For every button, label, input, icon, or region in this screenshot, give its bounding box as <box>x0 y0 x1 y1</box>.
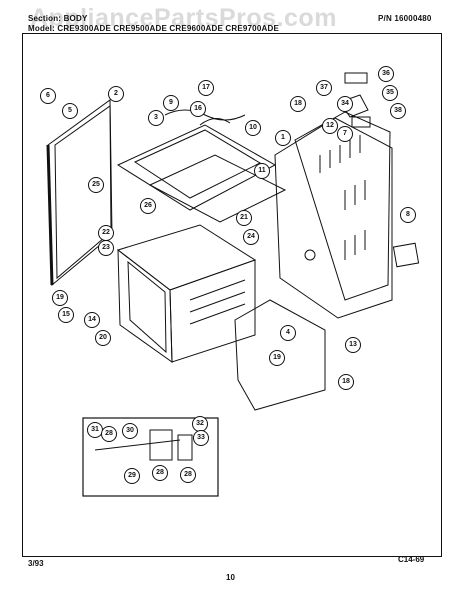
page-number: 10 <box>226 573 235 582</box>
callout-14: 14 <box>84 312 100 328</box>
callout-20: 19 <box>269 350 285 366</box>
callout-35: 33 <box>193 430 209 446</box>
callout-37: 35 <box>382 85 398 101</box>
callout-3: 3 <box>148 110 164 126</box>
hinge-parts-shape <box>339 72 371 128</box>
hinge-detail-inset <box>82 417 219 497</box>
callout-40: 38 <box>390 103 406 119</box>
callout-21: 20 <box>95 330 111 346</box>
side-panel-shape <box>274 111 393 319</box>
callout-31: 29 <box>124 468 140 484</box>
callout-15: 15 <box>58 307 74 323</box>
footer-date: 3/93 <box>28 559 44 568</box>
model-list: Model: CRE9300ADE CRE9500ADE CRE9600ADE … <box>28 24 279 33</box>
callout-36: 34 <box>337 96 353 112</box>
callout-7: 7 <box>337 126 353 142</box>
callout-2: 2 <box>108 86 124 102</box>
back-panel-shape <box>234 299 326 411</box>
callout-27: 26 <box>140 198 156 214</box>
callout-8: 8 <box>400 207 416 223</box>
callout-32: 30 <box>122 423 138 439</box>
callout-6: 6 <box>40 88 56 104</box>
callout-17: 17 <box>198 80 214 96</box>
callout-29: 28 <box>180 467 196 483</box>
footer-code: C14-69 <box>398 555 425 564</box>
callout-39: 37 <box>316 80 332 96</box>
page-watermark: AppliancePartsPros.com <box>30 4 337 32</box>
callout-11: 11 <box>254 163 270 179</box>
callout-25: 24 <box>243 229 259 245</box>
part-number: P/N 16000480 <box>378 14 432 23</box>
callout-26: 25 <box>88 177 104 193</box>
callout-1: 1 <box>275 130 291 146</box>
callout-38: 36 <box>378 66 394 82</box>
callout-18: 18 <box>290 96 306 112</box>
bracket-shape <box>392 242 420 268</box>
callout-9: 9 <box>163 95 179 111</box>
door-panel-shape <box>46 99 113 287</box>
section-label: Section: BODY <box>28 14 88 23</box>
callout-5: 5 <box>62 103 78 119</box>
callout-13: 13 <box>345 337 361 353</box>
callout-4: 4 <box>280 325 296 341</box>
callout-30: 28 <box>101 426 117 442</box>
callout-19-left: 19 <box>52 290 68 306</box>
oven-cavity-shape <box>116 224 257 363</box>
callout-16: 16 <box>190 101 206 117</box>
callout-23: 22 <box>98 225 114 241</box>
bake-element-shape <box>164 109 246 126</box>
callout-12: 12 <box>322 118 338 134</box>
callout-24: 23 <box>98 240 114 256</box>
diagram-frame <box>22 33 442 557</box>
callout-10: 10 <box>245 120 261 136</box>
callout-19-right: 18 <box>338 374 354 390</box>
callout-28: 28 <box>152 465 168 481</box>
callout-22: 21 <box>236 210 252 226</box>
